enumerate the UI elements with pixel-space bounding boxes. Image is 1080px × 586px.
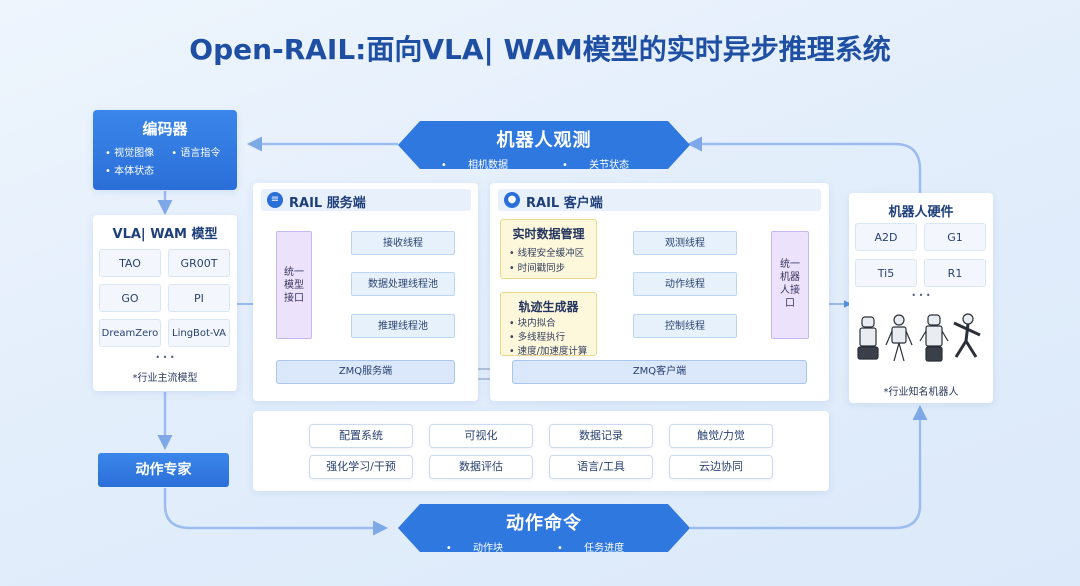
- robots-illustration: [857, 313, 981, 362]
- vla-title: VLA| WAM 模型: [112, 227, 218, 242]
- action-command-banner: 动作命令 • 动作块 • 任务进度: [398, 504, 690, 554]
- unified-model-interface: 统一模型接口: [276, 231, 312, 339]
- robot-chip: G1: [924, 223, 986, 251]
- hardware-title: 机器人硬件: [888, 205, 954, 220]
- data-processing-pool: 数据处理线程池: [351, 272, 455, 296]
- tools-panel: 配置系统 可视化 数据记录 触觉/力觉 强化学习/干预 数据评估 语言/工具 云…: [253, 411, 829, 491]
- encoder-item: • 本体状态: [105, 166, 155, 177]
- action-thread: 动作线程: [633, 272, 737, 296]
- encoder-title: 编码器: [142, 120, 188, 138]
- tool-item: 强化学习/干预: [309, 455, 413, 479]
- more-dots: • • •: [155, 353, 175, 362]
- tool-item: 触觉/力觉: [669, 424, 773, 448]
- model-chip: GR00T: [168, 249, 230, 277]
- model-chip: GO: [99, 284, 161, 312]
- unified-robot-interface: 统一机器人接口: [771, 231, 809, 339]
- zmq-server: ZMQ服务端: [276, 360, 455, 384]
- realtime-data-box: 实时数据管理 • 线程安全缓冲区 • 时间戳同步: [500, 219, 597, 279]
- more-dots: • • •: [911, 291, 931, 300]
- inference-pool: 推理线程池: [351, 314, 455, 338]
- robot-chip: R1: [924, 259, 986, 287]
- client-title: RAIL 客户端: [526, 196, 603, 211]
- traj-item: • 速度/加速度计算: [509, 346, 588, 357]
- rail-server-panel: ≡ RAIL 服务端 统一模型接口 接收线程 数据处理线程池 推理线程池 ZMQ…: [253, 183, 478, 401]
- rt-item: • 时间戳同步: [509, 263, 566, 274]
- server-title: RAIL 服务端: [289, 196, 366, 211]
- client-icon: ●: [504, 192, 520, 208]
- rt-item: • 线程安全缓冲区: [509, 248, 585, 259]
- robot-observation-banner: 机器人观测 • 相机数据 • 关节状态: [398, 121, 690, 171]
- obs-item: • 关节状态: [562, 160, 630, 171]
- traj-item: • 多线程执行: [509, 332, 566, 343]
- tool-item: 数据记录: [549, 424, 653, 448]
- model-chip: DreamZero: [99, 319, 161, 347]
- page-title: Open-RAIL:面向VLA| WAM模型的实时异步推理系统: [189, 33, 891, 66]
- obs-item: • 相机数据: [440, 160, 508, 171]
- receive-thread: 接收线程: [351, 231, 455, 255]
- tool-item: 可视化: [429, 424, 533, 448]
- action-expert-box: 动作专家: [98, 453, 229, 487]
- rail-client-panel: ● RAIL 客户端 实时数据管理 • 线程安全缓冲区 • 时间戳同步 轨迹生成…: [490, 183, 829, 401]
- control-thread: 控制线程: [633, 314, 737, 338]
- vla-model-card: VLA| WAM 模型 TAO GR00T GO PI DreamZero Li…: [93, 215, 237, 391]
- zmq-client: ZMQ客户端: [512, 360, 807, 384]
- server-icon: ≡: [267, 192, 283, 208]
- observation-thread: 观测线程: [633, 231, 737, 255]
- encoder-item: • 视觉图像: [105, 148, 155, 159]
- tool-item: 配置系统: [309, 424, 413, 448]
- model-chip: PI: [168, 284, 230, 312]
- encoder-box: 编码器 • 视觉图像 • 语言指令 • 本体状态: [93, 110, 237, 190]
- vla-note: *行业主流模型: [132, 373, 198, 384]
- robot-chip: A2D: [855, 223, 917, 251]
- traj-item: • 块内拟合: [509, 318, 556, 329]
- tool-item: 数据评估: [429, 455, 533, 479]
- cmd-item: • 任务进度: [557, 543, 625, 554]
- model-chip: LingBot-VA: [168, 319, 230, 347]
- robot-hardware-card: 机器人硬件 A2D G1 Ti5 R1 • • • *行业知名机器人: [849, 193, 993, 403]
- hardware-note: *行业知名机器人: [883, 387, 959, 398]
- trajectory-generator-box: 轨迹生成器 • 块内拟合 • 多线程执行 • 速度/加速度计算: [500, 292, 597, 357]
- robot-chip: Ti5: [855, 259, 917, 287]
- model-chip: TAO: [99, 249, 161, 277]
- tool-item: 语言/工具: [549, 455, 653, 479]
- cmd-item: • 动作块: [445, 543, 503, 554]
- tool-item: 云边协同: [669, 455, 773, 479]
- robot-observation-title: 机器人观测: [496, 130, 592, 151]
- action-command-title: 动作命令: [506, 513, 582, 534]
- encoder-item: • 语言指令: [171, 148, 221, 159]
